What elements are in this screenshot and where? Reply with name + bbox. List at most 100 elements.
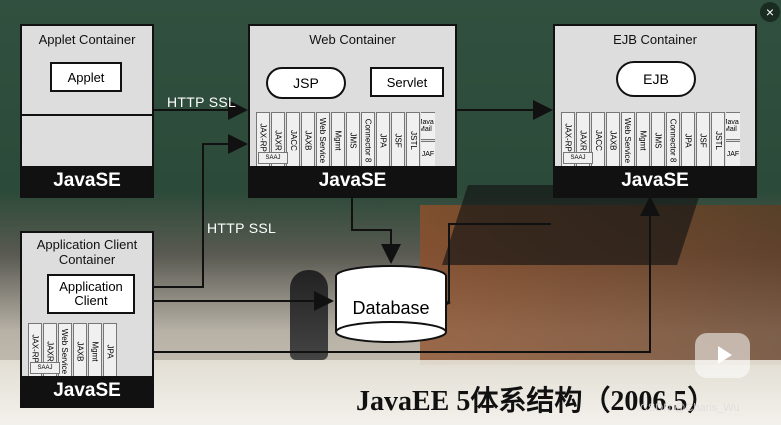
- ejb-api-text: JACC: [593, 129, 603, 151]
- web-javase-bar: JavaSE: [250, 166, 455, 196]
- ejb-api-text: JAXB: [608, 129, 618, 151]
- web-api-jacc: JACC: [286, 112, 300, 168]
- web-api-text: JSF: [393, 132, 403, 148]
- ejb-api-text: JSF: [698, 132, 708, 148]
- client-api-jpa: JPA: [103, 323, 117, 379]
- applet-box: Applet: [50, 62, 122, 92]
- ejb-api-saaj: SAAJ: [563, 152, 593, 164]
- background-microphone: [290, 270, 328, 360]
- applet-label: Applet: [67, 69, 105, 85]
- ejb-api-jaxb: JAXB: [606, 112, 620, 168]
- web-to-db-arrow: [351, 198, 401, 264]
- app-client-container-title: Application Client Container: [22, 237, 152, 267]
- web-api-mgmt: Mgmt: [331, 112, 345, 168]
- ejb-api-text: Connector 8: [668, 118, 678, 162]
- client-api-text: Web Service: [60, 328, 70, 374]
- ejb-api-jacc: JACC: [591, 112, 605, 168]
- web-container-title: Web Container: [309, 32, 396, 47]
- database-icon: [335, 265, 447, 343]
- web-api-text: JAXR: [273, 129, 283, 151]
- ejb-box: EJB: [616, 61, 696, 97]
- web-api-text: Connector 8: [363, 118, 373, 162]
- web-api-connector: Connector 8: [361, 112, 375, 168]
- web-api-jsf: JSF: [391, 112, 405, 168]
- client-api-saaj: SAAJ: [30, 362, 60, 374]
- servlet-label: Servlet: [386, 74, 428, 90]
- web-api-webservice: Web Service: [316, 112, 330, 168]
- play-icon[interactable]: [695, 333, 750, 378]
- client-api-webservice: Web Service: [58, 323, 72, 379]
- database-cylinder: Database: [334, 264, 448, 344]
- web-api-text: JPA: [378, 132, 388, 148]
- ejb-api-connector: Connector 8: [666, 112, 680, 168]
- app-client-title-line1: Application Client: [36, 237, 138, 252]
- javase-label: JavaSE: [53, 170, 121, 191]
- applet-container: Applet Container Applet JavaSE: [20, 24, 154, 198]
- ejb-container-title: EJB Container: [613, 32, 697, 47]
- applet-divider: [22, 114, 152, 116]
- web-api-jaf: JAF: [421, 140, 435, 168]
- web-api-jms: JMS: [346, 112, 360, 168]
- web-api-saaj: SAAJ: [258, 152, 288, 164]
- application-client-box: Application Client: [47, 274, 135, 314]
- application-client-line2: Client: [74, 293, 108, 308]
- applet-javase-bar: JavaSE: [22, 166, 152, 196]
- ejb-api-jaf: JAF: [726, 140, 740, 168]
- ejb-javase-bar: JavaSE: [555, 166, 755, 196]
- web-container: Web Container JSP Servlet JAX-RPC JAXR J…: [248, 24, 457, 198]
- web-api-text: JSTL: [408, 130, 418, 150]
- javase-label: JavaSE: [53, 380, 121, 401]
- client-api-mgmt: Mgmt: [88, 323, 102, 379]
- ejb-api-text: Mgmt: [638, 130, 648, 150]
- ejb-api-mgmt: Mgmt: [636, 112, 650, 168]
- client-javase-bar: JavaSE: [22, 376, 152, 406]
- client-api-text: Mgmt: [90, 341, 100, 361]
- web-api-javamail: Java Mail: [421, 112, 435, 140]
- http-ssl-label-bottom: HTTP SSL: [207, 220, 277, 236]
- javase-label: JavaSE: [318, 170, 387, 191]
- watermark-text: CSDN @Charis_Wu: [640, 402, 740, 414]
- application-client-container: Application Client Container Application…: [20, 231, 154, 408]
- web-api-jstl: JSTL: [406, 112, 420, 168]
- database-label: Database: [352, 298, 430, 318]
- client-api-text: JAXB: [75, 340, 85, 362]
- web-api-text: JMS: [348, 132, 358, 148]
- applet-container-title: Applet Container: [38, 32, 136, 47]
- ejb-api-webservice: Web Service: [621, 112, 635, 168]
- client-to-ejb-arrow: [153, 196, 660, 353]
- ejb-api-text: JPA: [683, 132, 693, 148]
- web-api-text: Web Service: [318, 117, 328, 163]
- ejb-to-db-line: [448, 223, 551, 303]
- web-api-text: Mgmt: [333, 130, 343, 150]
- ejb-api-mail-jaf: Java Mail JAF: [726, 112, 740, 168]
- jsp-box: JSP: [266, 67, 346, 99]
- servlet-box: Servlet: [370, 67, 444, 97]
- client-api-text: JAXR: [45, 340, 55, 362]
- app-client-title-line2: Container: [58, 252, 116, 267]
- ejb-api-stack: JAX-RPC JAXR JACC JAXB Web Service Mgmt …: [561, 112, 740, 168]
- ejb-container: EJB Container EJB JAX-RPC JAXR JACC JAXB…: [553, 24, 757, 198]
- http-ssl-label-top: HTTP SSL: [167, 94, 237, 110]
- web-api-jpa: JPA: [376, 112, 390, 168]
- ejb-api-text: JAXR: [578, 129, 588, 151]
- client-api-text: JPA: [105, 343, 115, 359]
- ejb-api-text: Web Service: [623, 117, 633, 163]
- ejb-api-text: JSTL: [713, 130, 723, 150]
- ejb-label: EJB: [643, 71, 669, 87]
- ejb-api-jms: JMS: [651, 112, 665, 168]
- ejb-api-text: JMS: [653, 132, 663, 148]
- jsp-label: JSP: [293, 75, 319, 91]
- client-to-web-arrow: [153, 134, 248, 288]
- ejb-api-javamail: Java Mail: [726, 112, 740, 140]
- web-api-jaxb: JAXB: [301, 112, 315, 168]
- diagram-caption: JavaEE 5体系结构（2006.5）: [356, 386, 716, 417]
- ejb-api-jstl: JSTL: [711, 112, 725, 168]
- ejb-api-jpa: JPA: [681, 112, 695, 168]
- web-api-text: JAXB: [303, 129, 313, 151]
- web-api-text: JACC: [288, 129, 298, 151]
- close-icon[interactable]: ×: [760, 2, 780, 22]
- web-api-mail-jaf: Java Mail JAF: [421, 112, 435, 168]
- ejb-api-jsf: JSF: [696, 112, 710, 168]
- javase-label: JavaSE: [621, 170, 689, 191]
